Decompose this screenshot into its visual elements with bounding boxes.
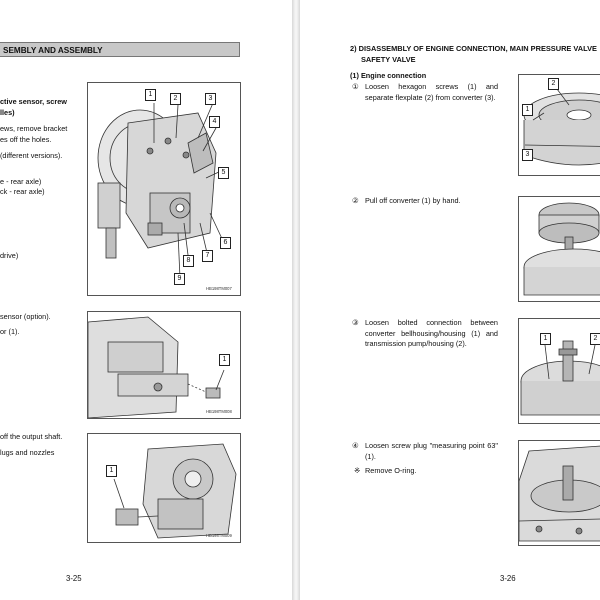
sub1-line: (different versions). — [0, 151, 63, 160]
section-heading-line1: 2) DISASSEMBLY OF ENGINE CONNECTION, MAI… — [350, 44, 597, 53]
fig1-callout: 3 — [205, 93, 216, 105]
fig1-callout: 1 — [145, 89, 156, 101]
left-page: SEMBLY AND ASSEMBLY ctive sensor, screw … — [0, 0, 292, 600]
fig3-callout: 1 — [106, 465, 117, 477]
bellhousing-callout: 1 — [540, 333, 551, 345]
section-heading-line2: SAFETY VALVE — [361, 55, 416, 64]
sub1-line: ews, remove bracket — [0, 124, 68, 133]
flexplate-callout: 2 — [548, 78, 559, 90]
flexplate-callout: 3 — [522, 149, 533, 161]
step4-text: Loosen screw plug "measuring point 63" (… — [365, 441, 498, 461]
figure-speed-sensor: 1 HB198TM008 — [87, 311, 241, 419]
step3-text: Loosen bolted connection between convert… — [365, 318, 498, 349]
bullet-text: Remove O-ring. — [365, 466, 417, 475]
step2-text: Pull off converter (1) by hand. — [365, 196, 461, 205]
sub1-title-line1: ctive sensor, screw — [0, 97, 67, 106]
sub1-line: es off the holes. — [0, 135, 52, 144]
fig1-code: HB198TM007 — [206, 286, 232, 291]
sub2-line: sensor (option). — [0, 312, 51, 321]
sub3-line: lugs and nozzles — [0, 448, 55, 457]
figure-output-shaft: 1 HB198TM009 — [87, 433, 241, 543]
sub1-line: drive) — [0, 251, 19, 260]
fig1-callout: 9 — [174, 273, 185, 285]
fig2-code: HB198TM008 — [206, 409, 232, 414]
sub1-title-line2: lles) — [0, 108, 15, 117]
fig1-callout: 8 — [183, 255, 194, 267]
step3-marker: ③ — [352, 318, 359, 327]
transmission-illustration — [97, 102, 225, 279]
fig2-callout: 1 — [219, 354, 230, 366]
sub1-line: ck - rear axle) — [0, 187, 45, 196]
figure-transmission-sensors: 1 2 3 4 5 6 7 8 9 HB198TM007 — [87, 82, 241, 296]
sub2-line: or (1). — [0, 327, 20, 336]
fig1-callout: 6 — [220, 237, 231, 249]
figure-converter — [518, 196, 600, 302]
section-header: SEMBLY AND ASSEMBLY — [0, 42, 240, 57]
sensor-illustration — [88, 316, 225, 418]
fig1-callout: 5 — [218, 167, 229, 179]
step1-text: Loosen hexagon screws (1) and separate f… — [365, 82, 498, 102]
bullet-marker: ※ — [354, 466, 361, 475]
flexplate-callout: 1 — [522, 104, 533, 116]
figure-flexplate: 2 1 3 — [518, 74, 600, 176]
sub1-line: e - rear axle) — [0, 177, 42, 186]
right-page: 2) DISASSEMBLY OF ENGINE CONNECTION, MAI… — [300, 0, 600, 600]
page-number: 3-25 — [66, 574, 82, 583]
figure-screw-plug — [518, 440, 600, 546]
page-number: 3-26 — [500, 574, 516, 583]
page-gutter — [292, 0, 300, 600]
output-shaft-illustration — [113, 443, 237, 539]
sub3-line: off the output shaft. — [0, 432, 63, 441]
figure-bellhousing: 1 2 — [518, 318, 600, 424]
subheading-engine-connection: (1) Engine connection — [350, 71, 427, 80]
fig3-code: HB198TM009 — [206, 533, 232, 538]
step1-marker: ① — [352, 82, 359, 91]
bellhousing-callout: 2 — [590, 333, 600, 345]
fig1-callout: 2 — [170, 93, 181, 105]
step4-marker: ④ — [352, 441, 359, 450]
fig1-callout: 7 — [202, 250, 213, 262]
fig1-callout: 4 — [209, 116, 220, 128]
screw-plug-illustration — [519, 445, 600, 542]
bellhousing-illustration — [520, 340, 600, 416]
step2-marker: ② — [352, 196, 359, 205]
converter-illustration — [523, 202, 600, 296]
